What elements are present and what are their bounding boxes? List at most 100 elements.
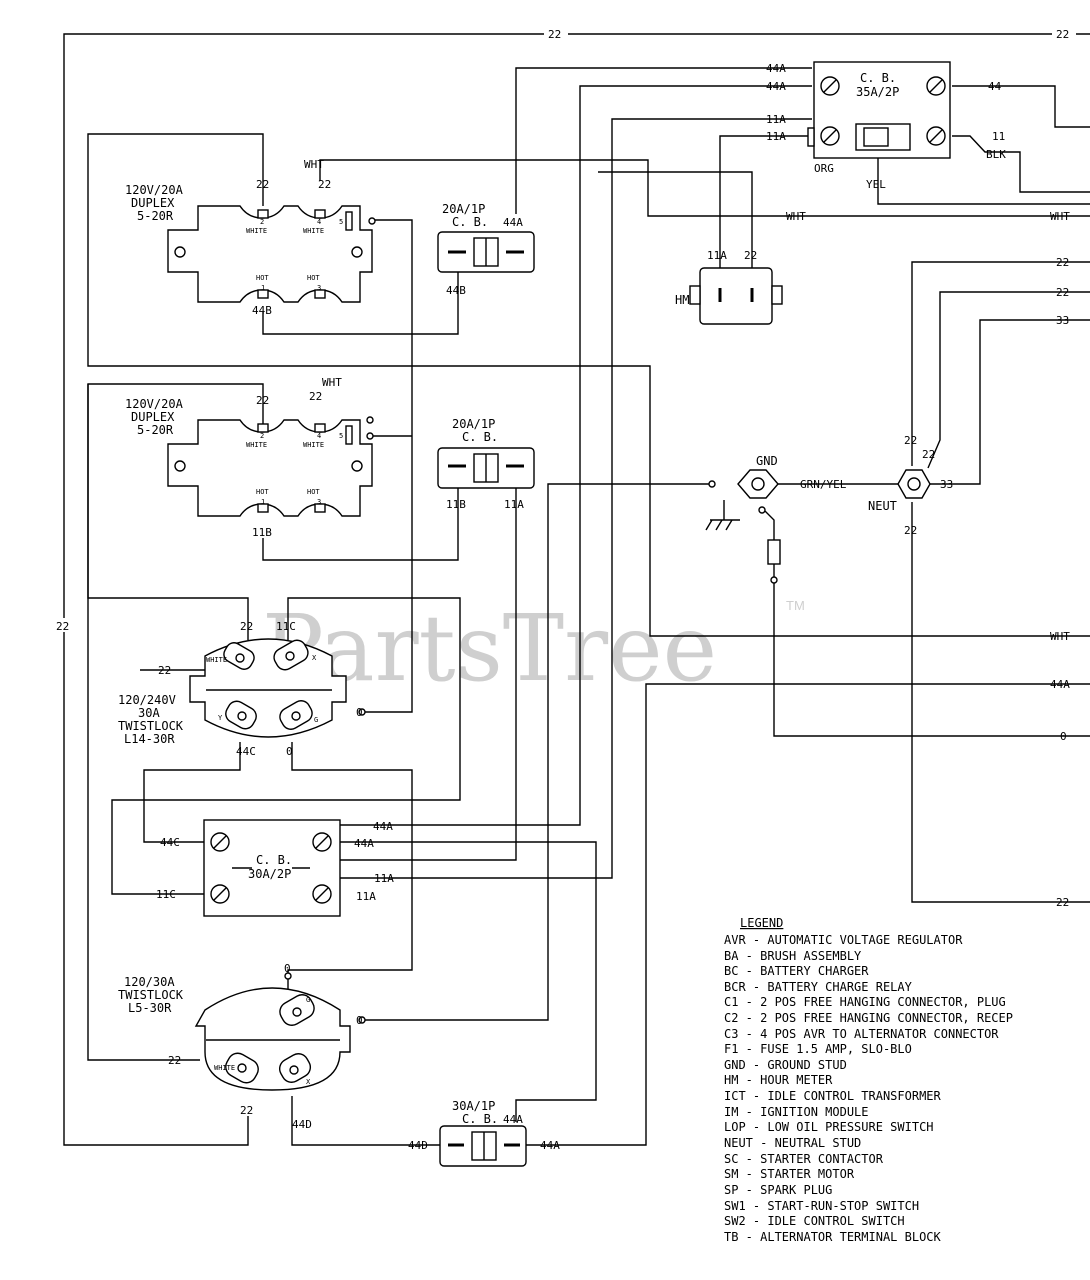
cb35-out-44: 44 xyxy=(988,80,1002,93)
duplex2-title-1: 120V/20A xyxy=(125,397,184,411)
twistlock-l5-30r xyxy=(194,972,366,1091)
edge-22-top-a: 22 xyxy=(548,28,561,41)
cb35-in-11a-2: 11A xyxy=(766,130,786,143)
wire-0-long xyxy=(773,580,1090,737)
duplex1-term-3: 3 xyxy=(317,284,321,292)
duplex1-title-1: 120V/20A xyxy=(125,183,184,197)
cb20a2-11a: 11A xyxy=(504,498,524,511)
legend-item: SM - STARTER MOTOR xyxy=(724,1167,855,1181)
l14-title-2: 30A xyxy=(138,706,160,720)
l5-title-3: L5-30R xyxy=(128,1001,172,1015)
l14-wire-0-right: 0 xyxy=(356,706,363,719)
cb35-yel: YEL xyxy=(866,178,886,191)
wire-neut-33 xyxy=(926,319,1090,485)
neut-label: NEUT xyxy=(868,499,897,513)
wire-paths xyxy=(63,33,1090,1146)
breaker-20a-1p-1 xyxy=(437,231,535,273)
edge-wire-labels: 22 22 22 WHT WHT 22 22 33 WHT 44A 0 22 xyxy=(54,26,1076,909)
duplex2-wire-22b: 22 xyxy=(309,390,322,403)
edge-wht-1: WHT xyxy=(1050,210,1070,223)
edge-22-a: 22 xyxy=(1056,256,1069,269)
legend-item: BCR - BATTERY CHARGE RELAY xyxy=(724,980,913,994)
l5-lab-g: G xyxy=(306,996,310,1004)
cb35-in-11a-1: 11A xyxy=(766,113,786,126)
duplex2-wire-11b: 11B xyxy=(252,526,272,539)
duplex2-wire-wht: WHT xyxy=(322,376,342,389)
cb20a2-title-2: C. B. xyxy=(462,430,498,444)
legend-item: BA - BRUSH ASSEMBLY xyxy=(724,949,862,963)
duplex2-wire-22: 22 xyxy=(256,394,269,407)
duplex1-white-1: WHITE xyxy=(246,227,267,235)
duplex-receptacle-2 xyxy=(167,416,374,517)
breaker-20a-1p-2 xyxy=(437,447,535,489)
breaker-35a-2p xyxy=(807,61,951,159)
legend-title: LEGEND xyxy=(740,916,783,930)
wire-11c xyxy=(111,597,461,895)
legend-item: F1 - FUSE 1.5 AMP, SLO-BLO xyxy=(724,1042,912,1056)
cb20a1-title-1: 20A/1P xyxy=(442,202,485,216)
cb35-title-1: C. B. xyxy=(860,71,896,85)
duplex-receptacle-1 xyxy=(167,205,376,303)
l14-wire-22-left: 22 xyxy=(158,664,171,677)
l14-lab-white: WHITE xyxy=(206,656,227,664)
cb35-title-2: 35A/2P xyxy=(856,85,899,99)
cb30-11a-1: 11A xyxy=(374,872,394,885)
neut-33: 33 xyxy=(940,478,953,491)
duplex1-white-2: WHITE xyxy=(303,227,324,235)
l5-wire-0-top: 0 xyxy=(284,962,291,975)
duplex2-title-3: 5-20R xyxy=(137,423,174,437)
wire-44a-main xyxy=(340,85,812,826)
cb30-title-1: C. B. xyxy=(256,853,292,867)
cb30a1p-title-2: C. B. xyxy=(462,1112,498,1126)
edge-wht-2: WHT xyxy=(1050,630,1070,643)
legend-item: C1 - 2 POS FREE HANGING CONNECTOR, PLUG xyxy=(724,995,1006,1009)
cb20a2-11b: 11B xyxy=(446,498,466,511)
wire-44a-top xyxy=(515,67,812,214)
l14-wire-44c: 44C xyxy=(236,745,256,758)
legend-item: SC - STARTER CONTACTOR xyxy=(724,1152,884,1166)
wire-44a-cb30 xyxy=(340,841,597,1122)
duplex1-term-5: 5 xyxy=(339,218,343,226)
wire-44-out xyxy=(952,85,1090,128)
legend-item: TB - ALTERNATOR TERMINAL BLOCK xyxy=(724,1230,942,1244)
l14-title-3: TWISTLOCK xyxy=(118,719,184,733)
duplex1-title-2: DUPLEX xyxy=(131,196,175,210)
wire-11a-left xyxy=(340,118,812,879)
duplex2-term-4: 4 xyxy=(317,432,321,440)
cb30-title-2: 30A/2P xyxy=(248,867,291,881)
duplex1-wire-22: 22 xyxy=(256,178,269,191)
duplex2-hot-2: HOT xyxy=(307,488,320,496)
legend: LEGEND AVR - AUTOMATIC VOLTAGE REGULATOR… xyxy=(724,916,1013,1244)
duplex1-title-3: 5-20R xyxy=(137,209,174,223)
duplex2-title-2: DUPLEX xyxy=(131,410,175,424)
duplex1-term-4: 4 xyxy=(317,218,321,226)
edge-0: 0 xyxy=(1060,730,1067,743)
wire-neut-22a xyxy=(911,261,1090,466)
legend-item: SP - SPARK PLUG xyxy=(724,1183,832,1197)
breaker-30a-2p xyxy=(203,819,341,917)
wire-yel xyxy=(877,140,1090,205)
wire-wht-top xyxy=(319,159,1090,217)
duplex2-term-1: 1 xyxy=(261,498,265,506)
cb30-11c: 11C xyxy=(156,888,176,901)
l14-title-4: L14-30R xyxy=(124,732,175,746)
ground-stud xyxy=(705,469,781,584)
neutral-stud xyxy=(897,469,931,499)
cb35-out-11: 11 xyxy=(992,130,1005,143)
wire-22-hm xyxy=(598,171,753,270)
cb35-blk: BLK xyxy=(986,148,1006,161)
wire-11-out xyxy=(952,135,1090,193)
legend-item: HM - HOUR METER xyxy=(724,1073,833,1087)
duplex1-wire-wht: WHT xyxy=(304,158,324,171)
legend-item: SW1 - START-RUN-STOP SWITCH xyxy=(724,1199,919,1213)
cb30a1p-44a-top: 44A xyxy=(503,1113,523,1126)
duplex1-wire-44b: 44B xyxy=(252,304,272,317)
edge-22-top-b: 22 xyxy=(1056,28,1069,41)
wire-44b xyxy=(262,270,459,335)
cb20a1-title-2: C. B. xyxy=(452,215,488,229)
l5-wire-44d: 44D xyxy=(292,1118,312,1131)
wire-duplex1-right xyxy=(362,219,413,713)
twist-l5-labels: 120/30A TWISTLOCK L5-30R 0 0 22 22 44D W… xyxy=(118,962,363,1131)
cb30-11a-2: 11A xyxy=(356,890,376,903)
l5-wire-22-bottom: 22 xyxy=(240,1104,253,1117)
